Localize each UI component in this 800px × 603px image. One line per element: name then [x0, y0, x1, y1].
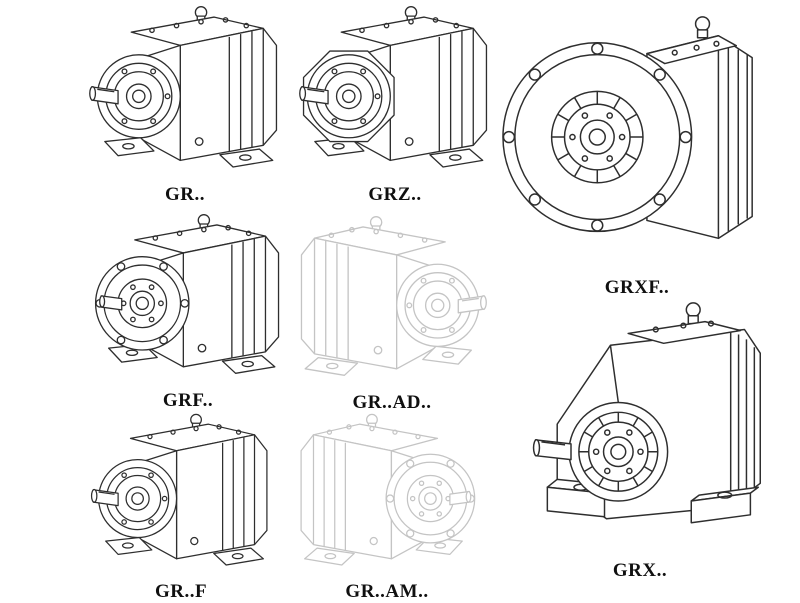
figure-gr: GR.. [86, 2, 284, 206]
figure-gr-f: GR..F [88, 410, 274, 603]
figure-label-grz: GRZ.. [368, 184, 422, 206]
figure-label-grxf: GRXF.. [604, 277, 670, 299]
figure-gr-ad: GR..AD.. [294, 212, 490, 414]
figure-gr-am: GR..AM.. [294, 410, 480, 603]
adapter-gearbox-icon [294, 212, 490, 389]
figure-label-gr: GR.. [165, 184, 205, 206]
flange-gearbox-icon [90, 210, 286, 387]
motor-flange-gearbox-icon [294, 410, 480, 578]
figure-grx: GRX.. [502, 296, 778, 582]
figure-label-grx: GRX.. [612, 560, 668, 582]
large-flange-gearbox-icon [502, 16, 753, 240]
foot-mounted-gearbox-icon [86, 2, 284, 181]
figure-grxf: GRXF.. [498, 6, 776, 299]
figure-label-gr-am: GR..AM.. [345, 581, 429, 603]
foot-mounted-gearbox-octagon-icon [296, 2, 494, 181]
large-foot-mounted-gearbox-icon [532, 302, 761, 524]
figure-grz: GRZ.. [296, 2, 494, 206]
figure-label-gr-f: GR..F [154, 581, 208, 603]
figure-label-gr-ad: GR..AD.. [352, 392, 432, 414]
figure-label-grf: GRF.. [162, 390, 214, 412]
foot-mounted-gearbox-icon [88, 410, 274, 578]
figure-grf: GRF.. [90, 210, 286, 412]
